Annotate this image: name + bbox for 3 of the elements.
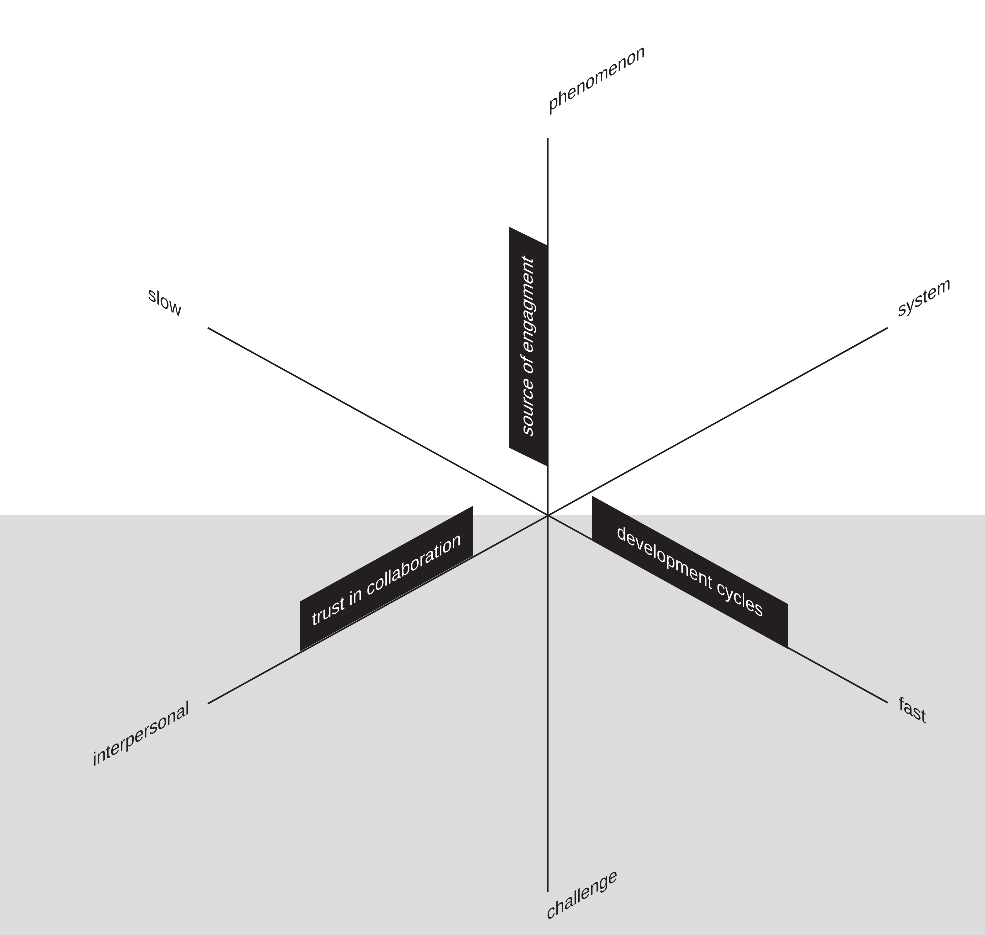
- axis-label: fast: [899, 696, 926, 724]
- axis-label: slow: [148, 290, 182, 316]
- flag-label: source of engagment: [509, 226, 548, 467]
